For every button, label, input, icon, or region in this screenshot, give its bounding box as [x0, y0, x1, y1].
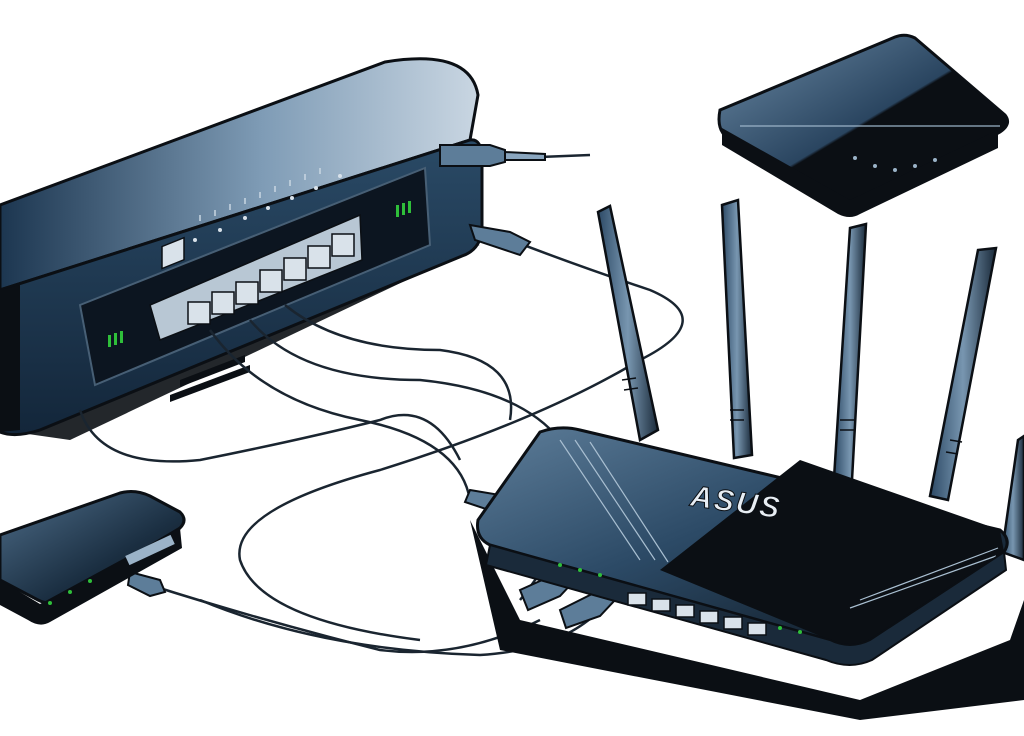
link-led-icon: [108, 201, 411, 347]
access-point: [717, 33, 1010, 217]
modem-status-leds: [48, 579, 92, 605]
modem: [0, 490, 186, 625]
antenna-icon: [596, 198, 1024, 562]
router-status-leds: [558, 563, 802, 634]
ap-status-leds: [853, 156, 937, 172]
switch-feet: [170, 355, 250, 402]
ethernet-port-bank: [149, 213, 363, 342]
network-switch: [0, 57, 484, 440]
vent-ticks: [199, 168, 321, 221]
cable-plug: [126, 144, 617, 630]
surface-highlight: [559, 439, 999, 609]
status-led-row: [168, 174, 342, 252]
router-lan-ports: [627, 592, 767, 636]
wifi-router: ASUS: [470, 198, 1024, 720]
modem-ports: [125, 534, 175, 566]
antenna-ridges: [621, 377, 963, 455]
